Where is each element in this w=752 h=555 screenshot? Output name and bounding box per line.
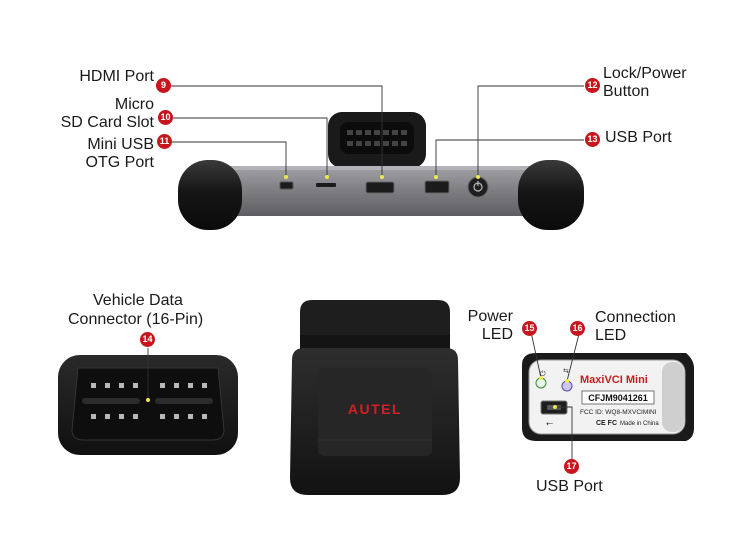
leader-lines-bottom — [530, 331, 580, 460]
vdc-label-line1: Vehicle Data — [93, 292, 183, 309]
callout-badge-17: 17 — [564, 459, 579, 474]
connection-led-label-line2: LED — [595, 327, 627, 344]
sd-slot-label-line1: Micro — [114, 96, 154, 113]
power-button — [467, 176, 489, 198]
callout-badge-16: 16 — [570, 321, 585, 336]
made-in: Made in China — [620, 421, 659, 427]
connection-led-label-line1: Connection — [595, 309, 676, 326]
serial-number: CFJM9041261 — [588, 393, 648, 403]
sd-card-slot — [316, 183, 336, 187]
usb-port-tablet — [424, 180, 450, 194]
callout-badge-9: 9 — [156, 78, 171, 93]
leader-dots-top — [284, 175, 480, 179]
usb-port-top-label: USB Port — [605, 129, 672, 146]
leader-lines-top — [167, 85, 584, 176]
mini-usb-label-line1: Mini USB — [87, 136, 154, 153]
vci-end-view: ⏻ ⇆ MaxiVCI Mini CFJM9041261 FCC ID: WQ8… — [522, 353, 694, 441]
connection-icon: ⇆ — [563, 368, 569, 375]
connector-pins — [91, 383, 207, 419]
callout-badge-14: 14 — [140, 332, 155, 347]
tablet-edge-view — [178, 112, 584, 230]
lock-power-label-line1: Lock/Power — [603, 65, 687, 82]
leader-dots-bottom — [539, 376, 569, 409]
vci-body: AUTEL — [290, 300, 460, 495]
power-icon: ⏻ — [540, 370, 546, 378]
callout-badge-11: 11 — [157, 134, 172, 149]
usb-symbol-icon: ⭠ — [546, 418, 553, 428]
callout-badge-13: 13 — [585, 132, 600, 147]
lock-power-label-line2: Button — [603, 83, 650, 100]
vdc-label-line2: Connector (16-Pin) — [68, 311, 204, 328]
callout-badge-10: 10 — [158, 110, 173, 125]
mini-usb-label-line2: OTG Port — [85, 154, 154, 171]
callout-badge-12: 12 — [585, 78, 600, 93]
certification-marks: CE FC — [596, 420, 617, 427]
vehicle-data-connector — [58, 348, 238, 455]
right-bumper — [518, 160, 584, 230]
callout-badge-15: 15 — [522, 321, 537, 336]
sd-slot-label-line2: SD Card Slot — [60, 114, 154, 131]
power-led-label-line2: LED — [481, 326, 513, 343]
hdmi-port-label: HDMI Port — [79, 68, 154, 85]
power-led-label-line1: Power — [467, 308, 513, 325]
obd-plug-pins — [347, 130, 407, 146]
fcc-id: FCC ID: WQ8-MXVCIMINI — [580, 409, 657, 416]
label-title: MaxiVCI Mini — [580, 374, 648, 386]
brand-logo: AUTEL — [348, 401, 402, 417]
usb-port-bottom-label: USB Port — [536, 478, 603, 495]
left-bumper — [178, 160, 242, 230]
mini-usb-port — [279, 181, 294, 190]
hdmi-port — [365, 181, 395, 194]
